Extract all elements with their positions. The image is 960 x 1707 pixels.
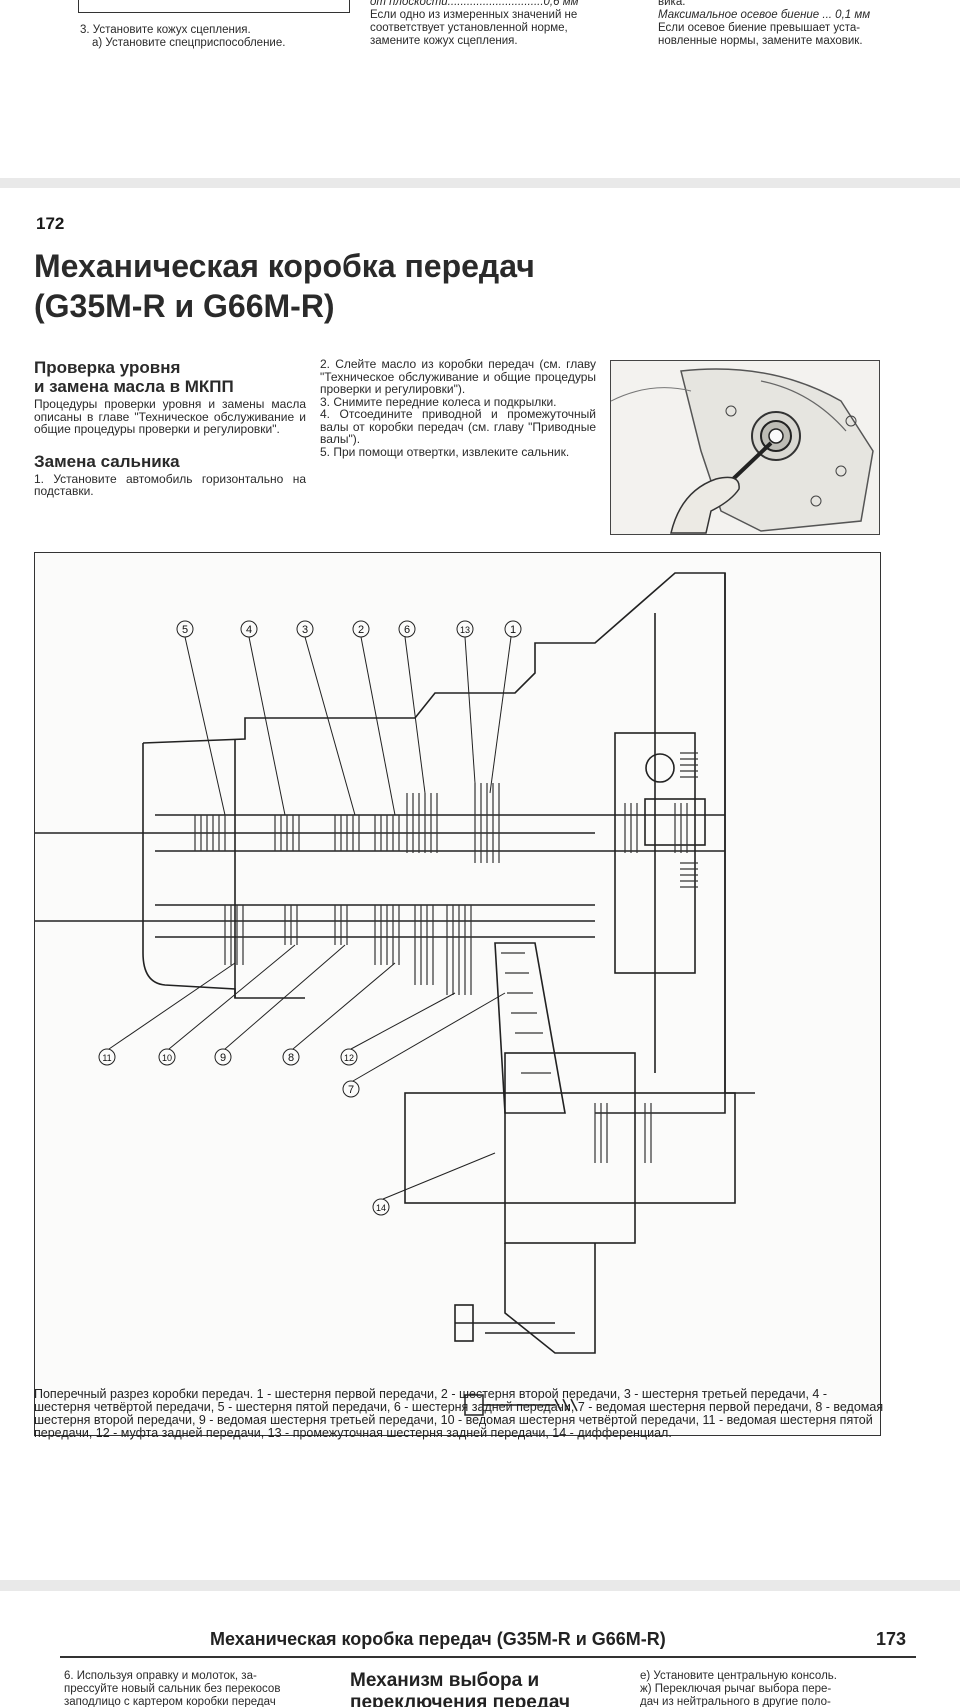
callout-10: 10 [162, 1053, 172, 1063]
prev-mid-line: от плоскости............................… [370, 0, 579, 8]
seal-removal-photo [610, 360, 880, 535]
seal-removal-illustration [610, 361, 879, 534]
callout-9: 9 [220, 1052, 226, 1064]
page-title-line: (G35M-R и G66M-R) [34, 288, 335, 324]
callout-8: 8 [288, 1052, 294, 1064]
callout-13: 13 [460, 625, 470, 635]
heading-line: Проверка уровня [34, 358, 181, 377]
prev-right-line: вика. [658, 0, 686, 8]
heading-line: переключения передач [350, 1692, 571, 1707]
section-heading-oil: Проверка уровня и замена масла в МКПП [34, 358, 306, 396]
page-title: Механическая коробка передач (G35M-R и G… [34, 246, 654, 326]
page-number: 172 [36, 214, 65, 233]
paragraph: 3. Снимите передние колеса и подкрылки. [320, 394, 557, 409]
next-col-1: 6. Используя оправку и молоток, за- прес… [64, 1670, 340, 1707]
text-column-1: Проверка уровня и замена масла в МКПП Пр… [34, 358, 306, 498]
paragraph: 1. Установите автомобиль горизонтально н… [34, 471, 306, 498]
next-line: заподлицо с картером коробки передач [64, 1696, 276, 1707]
table-frame-fragment [78, 0, 350, 13]
previous-page-fragment: 3. Установите кожух сцепления. а) Устано… [0, 0, 960, 178]
header-rule [60, 1656, 916, 1658]
prev-mid-column: от плоскости............................… [370, 0, 642, 48]
next-line: е) Установите центральную консоль. [640, 1670, 837, 1682]
paragraph: 5. При помощи отвертки, извлеките сальни… [320, 444, 570, 459]
callout-7: 7 [348, 1084, 354, 1096]
prev-right-line: Если осевое биение превышает уста- [658, 22, 861, 34]
prev-left-line: 3. Установите кожух сцепления. [80, 24, 251, 36]
callout-6: 6 [404, 624, 410, 636]
prev-mid-line: Если одно из измеренных значений не [370, 9, 578, 21]
running-title: Механическая коробка передач (G35M-R и G… [210, 1629, 666, 1649]
next-col-3: е) Установите центральную консоль. ж) Пе… [640, 1670, 930, 1707]
heading-line: и замена масла в МКПП [34, 377, 234, 396]
callout-4: 4 [246, 624, 252, 636]
callout-12: 12 [344, 1053, 354, 1063]
prev-left-line: а) Установите спецприспособление. [92, 37, 286, 49]
page-172: 172 Механическая коробка передач (G35M-R… [0, 188, 960, 1580]
page-173-fragment: Механическая коробка передач (G35M-R и G… [0, 1591, 960, 1707]
heading-line: Механизм выбора и [350, 1670, 540, 1691]
next-line: 6. Используя оправку и молоток, за- [64, 1670, 257, 1682]
paragraph: 4. Отсоедините приводной и промежуточный… [320, 407, 596, 446]
callout-1: 1 [510, 624, 516, 636]
page-title-line: Механическая коробка передач [34, 248, 535, 284]
next-line: прессуйте новый сальник без перекосов [64, 1683, 281, 1695]
next-line: дач из нейтрального в другие поло- [640, 1696, 831, 1707]
callout-3: 3 [302, 624, 308, 636]
prev-mid-line: соответствует установленной норме, [370, 22, 568, 34]
prev-mid-line: замените кожух сцепления. [370, 35, 518, 47]
callout-14: 14 [376, 1203, 386, 1213]
callout-2: 2 [358, 624, 364, 636]
prev-right-line: новленные нормы, замените маховик. [658, 35, 863, 47]
callout-11: 11 [102, 1053, 111, 1063]
section-heading-seal: Замена сальника [34, 451, 180, 471]
gearbox-cross-section-diagram: 5 4 3 2 6 13 1 11 10 9 8 12 7 14 [34, 552, 881, 1436]
callout-5: 5 [182, 624, 188, 636]
prev-left-column: 3. Установите кожух сцепления. а) Устано… [80, 24, 340, 50]
prev-right-line: Максимальное осевое биение ... 0,1 мм [658, 9, 871, 21]
paragraph: Процедуры проверки уровня и замены масла… [34, 397, 306, 436]
figure-caption: Поперечный разрез коробки передач. 1 - ш… [34, 1387, 884, 1440]
page-number: 173 [876, 1629, 907, 1649]
text-column-2: 2. Слейте масло из коробки передач (см. … [320, 358, 596, 458]
gearbox-drawing: 5 4 3 2 6 13 1 11 10 9 8 12 7 14 [35, 572, 755, 1416]
paragraph: 2. Слейте масло из коробки передач (см. … [320, 357, 596, 396]
next-line: ж) Переключая рычаг выбора пере- [640, 1683, 832, 1695]
section-heading-shift: Механизм выбора и переключения передач [350, 1670, 570, 1707]
prev-right-column: вика. Максимальное осевое биение ... 0,1… [658, 0, 936, 48]
